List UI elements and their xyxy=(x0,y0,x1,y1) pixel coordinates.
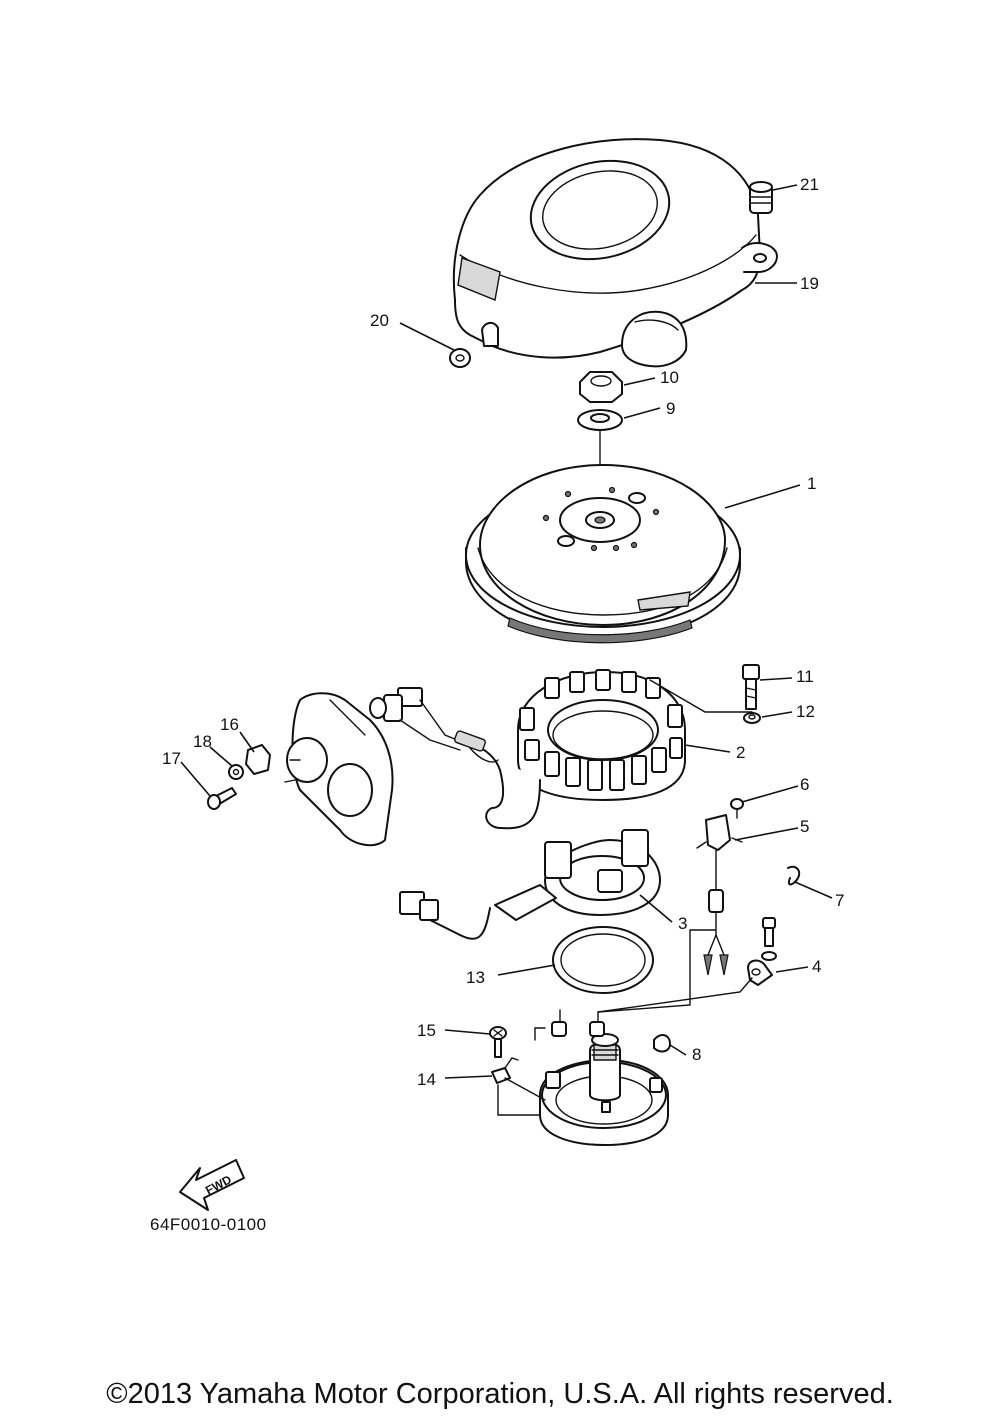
bracket-16 xyxy=(245,744,271,775)
stator-coil xyxy=(517,669,753,801)
grommet-20 xyxy=(449,348,471,368)
callout-19: 19 xyxy=(800,274,819,293)
callout-20: 20 xyxy=(370,311,389,330)
forward-arrow-icon: FWD xyxy=(179,1159,245,1211)
grommet-21 xyxy=(749,181,773,214)
callout-13: 13 xyxy=(466,968,485,987)
crankcase-mount xyxy=(284,692,394,847)
callout-2: 2 xyxy=(736,743,745,762)
stator-wire-harness xyxy=(369,687,541,830)
washer-9 xyxy=(577,409,623,431)
cap-nut xyxy=(551,1021,605,1037)
callout-18: 18 xyxy=(193,732,212,751)
callout-9: 9 xyxy=(666,399,675,418)
screw-6 xyxy=(730,798,744,819)
clip-7 xyxy=(787,865,801,886)
pulser-coil-assembly xyxy=(399,829,661,940)
callout-7: 7 xyxy=(835,891,844,910)
callout-3: 3 xyxy=(678,914,687,933)
screw-17 xyxy=(207,787,237,810)
callout-8: 8 xyxy=(692,1045,701,1064)
clamp-4 xyxy=(747,917,777,986)
flywheel xyxy=(465,464,741,644)
callout-4: 4 xyxy=(812,957,821,976)
callout-labels: 1 2 3 4 5 6 7 8 9 10 11 12 13 14 15 16 1… xyxy=(162,175,844,1089)
assembly-guide-lines xyxy=(497,929,753,1116)
callout-17: 17 xyxy=(162,749,181,768)
washer-18 xyxy=(228,764,244,780)
washer-12 xyxy=(743,712,761,724)
callout-16: 16 xyxy=(220,715,239,734)
callout-14: 14 xyxy=(417,1070,436,1089)
screw-15 xyxy=(489,1026,507,1058)
callout-12: 12 xyxy=(796,702,815,721)
diagram-code: 64F0010-0100 xyxy=(150,1215,267,1234)
callout-1: 1 xyxy=(807,474,816,493)
callout-15: 15 xyxy=(417,1021,436,1040)
flywheel-nut xyxy=(579,371,623,403)
bolt-11 xyxy=(742,664,760,710)
key-8 xyxy=(653,1034,671,1053)
callout-10: 10 xyxy=(660,368,679,387)
retaining-ring xyxy=(552,926,654,994)
base-assembly xyxy=(539,1033,669,1146)
callout-leaders xyxy=(180,184,833,1079)
callout-5: 5 xyxy=(800,817,809,836)
flywheel-cover xyxy=(452,138,778,368)
lead-wire-5 xyxy=(696,814,743,976)
callout-6: 6 xyxy=(800,775,809,794)
callout-21: 21 xyxy=(800,175,819,194)
copyright-notice: ©2013 Yamaha Motor Corporation, U.S.A. A… xyxy=(106,1378,894,1410)
bracket-14 xyxy=(491,1057,519,1084)
callout-11: 11 xyxy=(796,667,814,686)
